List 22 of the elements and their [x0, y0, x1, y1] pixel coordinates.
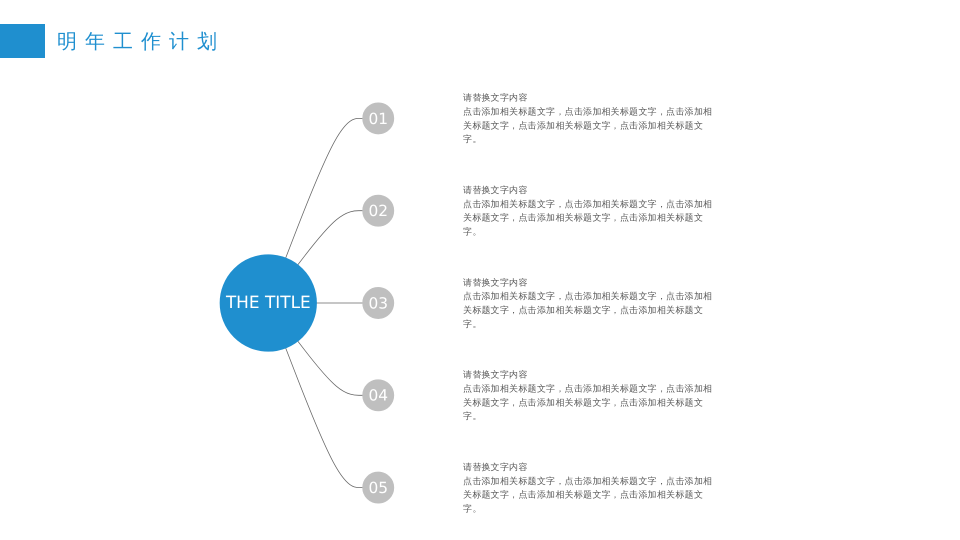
- node-label: 点击添加相关标题文字，点击添加相关标题文字，点击添加相关标题文字，点击添加相关标题文字，点击添加相关标题文字。: [463, 106, 712, 144]
- node-label: 请替换文字内容: [463, 92, 528, 102]
- node-label: 点击添加相关标题文字，点击添加相关标题文字，点击添加相关标题文字，点击添加相关标题文字，点击添加相关标题文字。: [463, 382, 712, 421]
- slide-title: 明年工作计划: [57, 28, 225, 54]
- node-label: 点击添加相关标题文字，点击添加相关标题文字，点击添加相关标题文字，点击添加相关标题文字，点击添加相关标题文字。: [463, 474, 712, 514]
- node-circle: 05: [362, 471, 394, 504]
- node-label: 请替换文字内容: [463, 276, 528, 288]
- node-circle: 02: [362, 194, 394, 226]
- node-circle: THE TITLE: [220, 254, 317, 352]
- node-circle: 01: [362, 102, 394, 134]
- node-circle: 03: [362, 286, 394, 318]
- node-label: 请替换文字内容: [463, 368, 528, 380]
- connector: [316, 302, 364, 303]
- node-label: 请替换文字内容: [463, 460, 528, 472]
- connector: [297, 210, 364, 265]
- node-label: 请替换文字内容: [463, 184, 528, 195]
- node-label: 点击添加相关标题文字，点击添加相关标题文字，点击添加相关标题文字，点击添加相关标题文字，点击添加相关标题文字。: [463, 198, 712, 236]
- node-circle: 04: [362, 378, 394, 411]
- connector: [297, 340, 364, 396]
- connector: [285, 118, 364, 258]
- connector: [285, 347, 364, 488]
- node-label: 点击添加相关标题文字，点击添加相关标题文字，点击添加相关标题文字，点击添加相关标题文字，点击添加相关标题文字。: [463, 290, 712, 329]
